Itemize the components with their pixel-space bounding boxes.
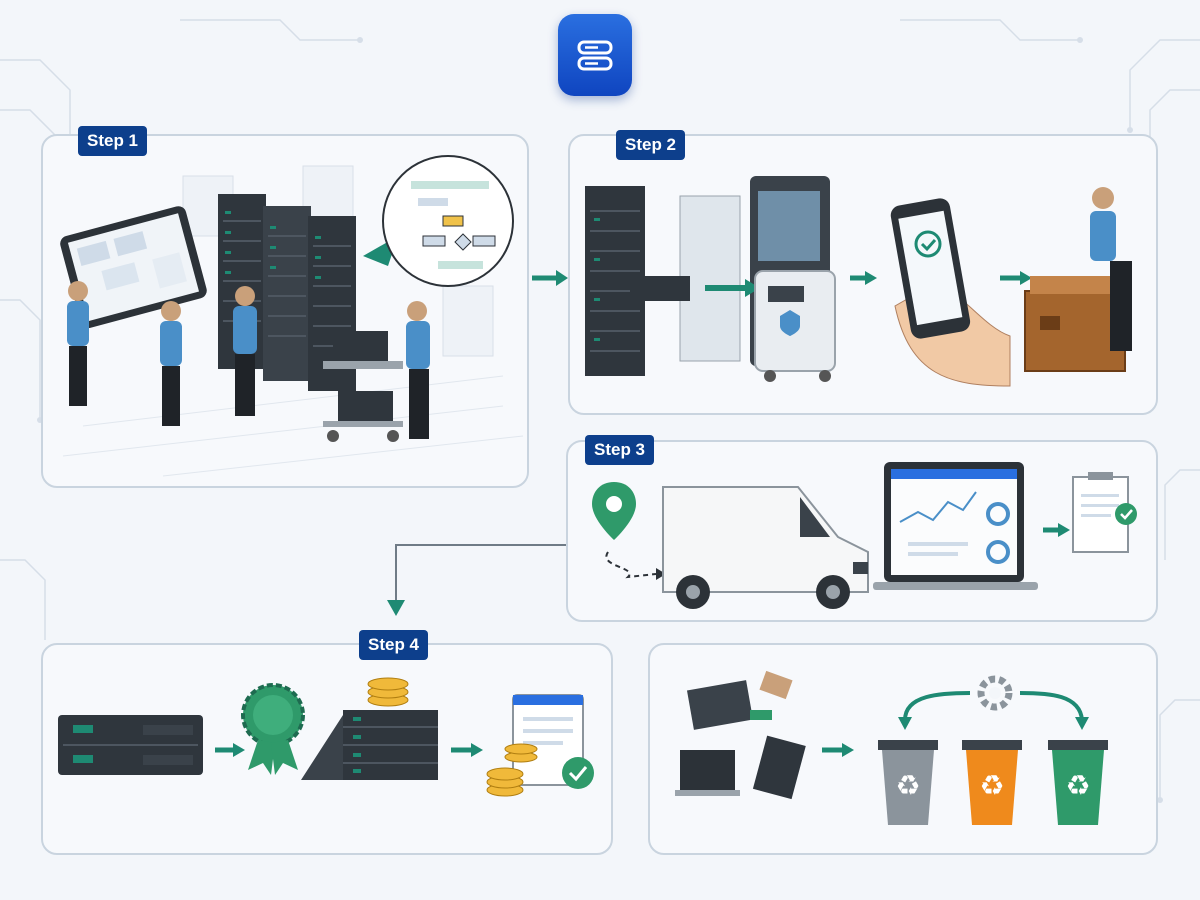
recycling-bin-green: ♻ [1048, 740, 1108, 825]
server-stack [301, 710, 438, 780]
svg-text:♻: ♻ [979, 769, 1004, 802]
step-4-panel [41, 643, 613, 855]
certified-seal-icon [241, 683, 305, 775]
step-2-badge: Step 2 [616, 130, 686, 160]
coin-stack-bottom [486, 743, 538, 797]
recycling-bin-orange: ♻ [962, 740, 1022, 825]
coin-stack-top [367, 677, 409, 707]
transport-tracking-illustration [592, 462, 1137, 609]
asset-resale-illustration [58, 677, 594, 797]
e-waste-recycling-illustration: ♻ ♻ ♻ [675, 670, 1108, 825]
rack-server-unit [58, 715, 203, 775]
invoice-document-icon [512, 694, 594, 789]
step-3-badge: Step 3 [585, 435, 655, 465]
tracking-dashboard-laptop [873, 462, 1038, 590]
step-4-badge: Step 4 [359, 630, 429, 660]
svg-text:♻: ♻ [895, 769, 920, 802]
step-1-badge: Step 1 [78, 126, 148, 156]
svg-text:♻: ♻ [1065, 769, 1090, 802]
electronics-pile [675, 670, 806, 800]
recycling-bin-gray: ♻ [878, 740, 938, 825]
delivery-van [662, 486, 869, 609]
degausser-device [754, 270, 836, 382]
technicians [67, 281, 430, 439]
decommission-illustration [585, 176, 1132, 387]
gear-icon [977, 675, 1013, 711]
step-2-panel [568, 134, 1158, 415]
step-3-panel [566, 440, 1158, 622]
data-center-audit-illustration [60, 155, 524, 477]
verification-phone [890, 198, 1011, 387]
step-1-panel [41, 134, 529, 488]
recycle-cycle-arrows [903, 691, 1084, 721]
server-stack-icon [558, 14, 632, 96]
clipboard-report-icon [1072, 472, 1137, 553]
equipment-cart [323, 331, 403, 442]
shipping-crate [1024, 276, 1126, 372]
location-pin-icon [592, 482, 636, 540]
workflow-bubble [363, 155, 514, 287]
tablet-diagram [60, 206, 207, 329]
recycling-panel: ♻ ♻ ♻ [648, 643, 1158, 855]
